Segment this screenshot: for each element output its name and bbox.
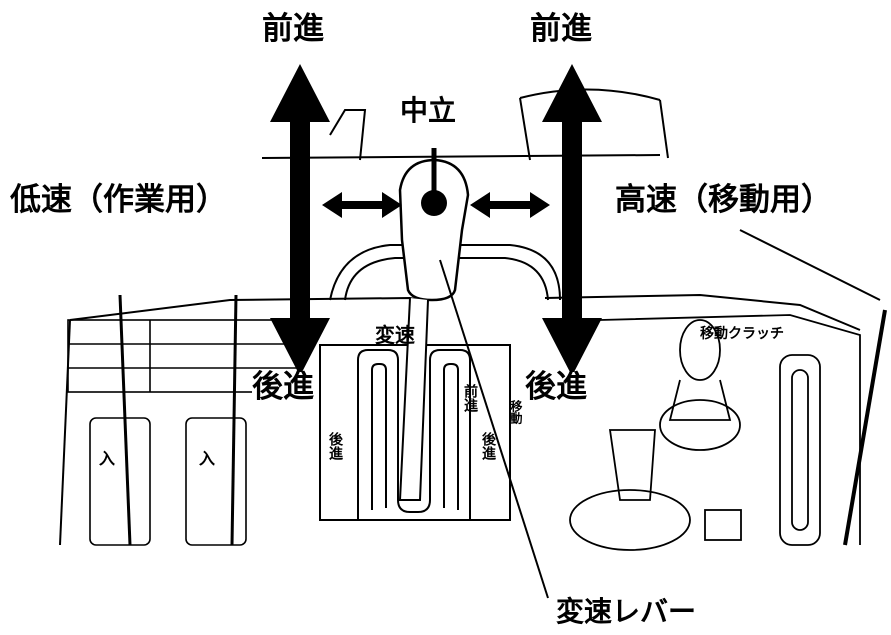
label-high-speed: 高速（移動用） bbox=[615, 182, 832, 218]
reverse-print-left: 後進 bbox=[327, 431, 343, 461]
clutch-title-print: 移動クラッチ bbox=[700, 325, 784, 342]
label-low-speed: 低速（作業用） bbox=[10, 182, 227, 218]
move-print: 移動 bbox=[509, 399, 523, 425]
label-neutral: 中立 bbox=[400, 94, 457, 127]
right-horizontal-arrow bbox=[470, 192, 550, 218]
left-switch-panel bbox=[67, 294, 301, 546]
left-forward-reverse-arrow bbox=[270, 64, 330, 376]
right-clutch-panel bbox=[569, 309, 887, 551]
right-forward-reverse-arrow bbox=[542, 64, 602, 376]
shift-title-print: 変速 bbox=[375, 323, 415, 347]
lever-leader-line bbox=[439, 259, 549, 599]
right-entry-print: 入 bbox=[199, 449, 215, 468]
label-shift-lever: 変速レバー bbox=[556, 595, 697, 628]
label-forward-left: 前進 bbox=[262, 11, 324, 47]
label-reverse-left: 後進 bbox=[252, 369, 314, 405]
label-reverse-right: 後進 bbox=[525, 369, 587, 405]
forward-print: 前進 bbox=[462, 383, 478, 413]
reverse-print-right: 後進 bbox=[480, 431, 496, 461]
left-horizontal-arrow bbox=[322, 192, 402, 218]
label-forward-right: 前進 bbox=[530, 11, 592, 47]
shift-lever bbox=[398, 148, 470, 501]
shift-gate-plate bbox=[319, 344, 511, 521]
panel-prints: 変速 移動クラッチ 前進 後進 後進 移動 入 入 bbox=[99, 323, 784, 468]
left-entry-print: 入 bbox=[99, 449, 115, 468]
